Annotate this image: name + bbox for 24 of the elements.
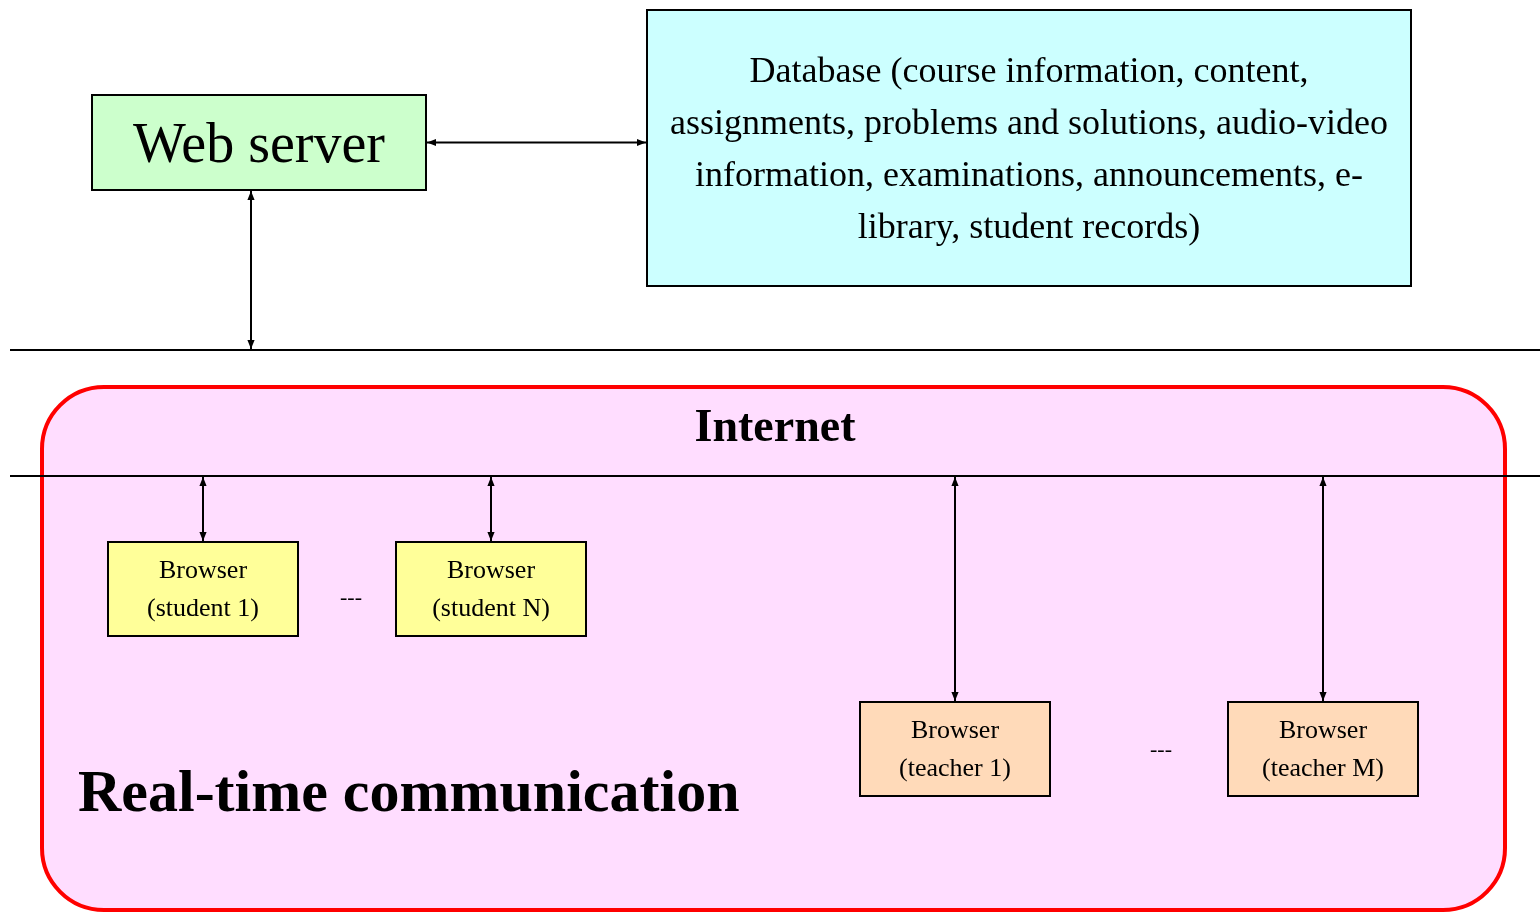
- browser-box: [107, 541, 299, 637]
- browser-box: [395, 541, 587, 637]
- node-label: Browser (student N): [431, 554, 551, 624]
- region-title: Real-time communication: [78, 758, 740, 824]
- node-label: Browser (teacher M): [1261, 714, 1385, 784]
- browser-box: [859, 701, 1051, 797]
- server-box: [91, 94, 427, 191]
- realtime-region: [40, 385, 1507, 912]
- node-label: Browser (teacher 1): [898, 714, 1012, 784]
- node-label: Browser (student 1): [146, 554, 260, 624]
- region-title: Internet: [694, 403, 856, 453]
- database-box: [646, 9, 1412, 287]
- node-label: Database (course information, content, assignments, problems and solutions, audio-video information, examinations, announcements, e-library, student records): [669, 49, 1389, 248]
- node-label: Web server: [133, 114, 385, 171]
- double-arrow: [1319, 476, 1327, 702]
- double-arrow: [951, 476, 959, 702]
- browser-box: [1227, 701, 1419, 797]
- double-arrow: [426, 138, 647, 147]
- internet-band: [10, 349, 1540, 477]
- ellipsis-label: ---: [340, 586, 362, 608]
- double-arrow: [487, 476, 495, 542]
- ellipsis-label: ---: [1150, 738, 1172, 760]
- double-arrow: [199, 476, 207, 542]
- double-arrow: [247, 190, 255, 350]
